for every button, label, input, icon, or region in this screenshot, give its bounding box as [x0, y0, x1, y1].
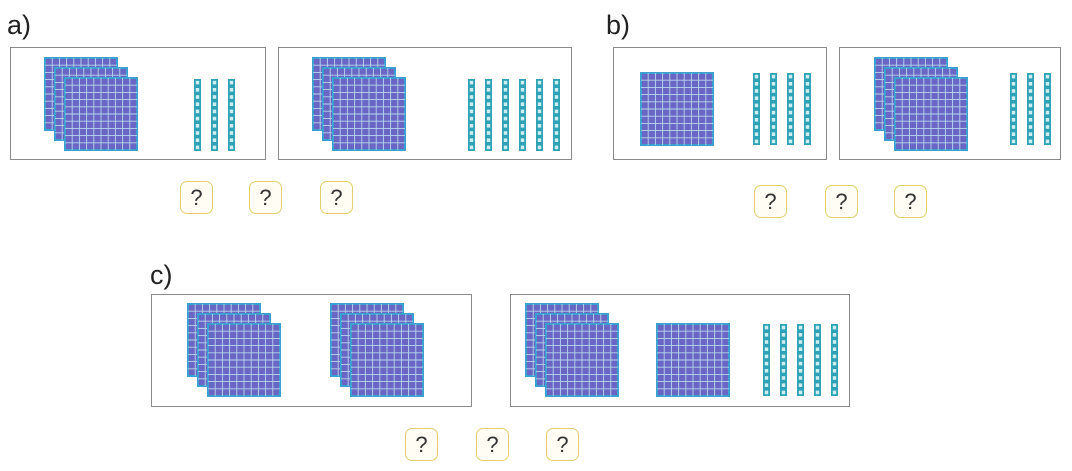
- hundred-flat-stack: [656, 323, 730, 402]
- section-a-right-frame: [278, 47, 572, 160]
- ten-rod: [211, 79, 218, 151]
- section-label-a: a): [7, 12, 31, 39]
- ten-rod: [468, 79, 475, 151]
- ten-rod: [1010, 73, 1017, 145]
- ten-rod: [228, 79, 235, 151]
- section-c-right-frame: [510, 294, 850, 407]
- hundred-flat: [65, 78, 137, 150]
- hundred-flat-stack: [874, 57, 968, 156]
- ten-rod: [797, 324, 804, 396]
- hundred-flat: [333, 78, 405, 150]
- answer-box-c-1[interactable]: ?: [405, 428, 438, 461]
- hundred-flat-stack: [640, 72, 714, 151]
- ten-rod: [536, 79, 543, 151]
- section-label-c: c): [150, 262, 173, 289]
- ten-rod: [194, 79, 201, 151]
- hundred-flat-stack: [312, 57, 406, 156]
- hundred-flat: [546, 324, 618, 396]
- ten-rod: [502, 79, 509, 151]
- answer-box-b-3[interactable]: ?: [894, 185, 927, 218]
- answer-box-b-2[interactable]: ?: [825, 185, 858, 218]
- section-c-left-frame: [151, 294, 472, 407]
- ten-rod: [1027, 73, 1034, 145]
- hundred-flat: [657, 324, 729, 396]
- ten-rod: [763, 324, 770, 396]
- ten-rod: [770, 73, 777, 145]
- hundred-flat-stack: [525, 303, 619, 402]
- hundred-flat-stack: [44, 57, 138, 156]
- answer-box-a-2[interactable]: ?: [249, 181, 282, 214]
- ten-rod: [1044, 73, 1051, 145]
- ten-rods-group: [193, 78, 244, 157]
- hundred-flat: [351, 324, 423, 396]
- section-a-left-frame: [10, 47, 266, 160]
- ten-rods-group: [467, 78, 569, 157]
- answer-box-c-3[interactable]: ?: [546, 428, 579, 461]
- ten-rod: [814, 324, 821, 396]
- ten-rod: [831, 324, 838, 396]
- hundred-flat: [641, 73, 713, 145]
- ten-rod: [787, 73, 794, 145]
- section-b-right-frame: [839, 47, 1061, 160]
- hundred-flat: [208, 324, 280, 396]
- answer-box-a-1[interactable]: ?: [180, 181, 213, 214]
- ten-rods-group: [1009, 72, 1060, 151]
- answer-box-c-2[interactable]: ?: [476, 428, 509, 461]
- answer-box-b-1[interactable]: ?: [754, 185, 787, 218]
- hundred-flat: [895, 78, 967, 150]
- section-b-left-frame: [613, 47, 827, 160]
- ten-rods-group: [752, 72, 820, 151]
- ten-rod: [753, 73, 760, 145]
- ten-rod: [553, 79, 560, 151]
- hundred-flat-stack: [330, 303, 424, 402]
- section-label-b: b): [606, 12, 630, 39]
- hundred-flat-stack: [187, 303, 281, 402]
- ten-rod: [804, 73, 811, 145]
- answer-box-a-3[interactable]: ?: [320, 181, 353, 214]
- ten-rods-group: [762, 323, 847, 402]
- ten-rod: [485, 79, 492, 151]
- ten-rod: [519, 79, 526, 151]
- ten-rod: [780, 324, 787, 396]
